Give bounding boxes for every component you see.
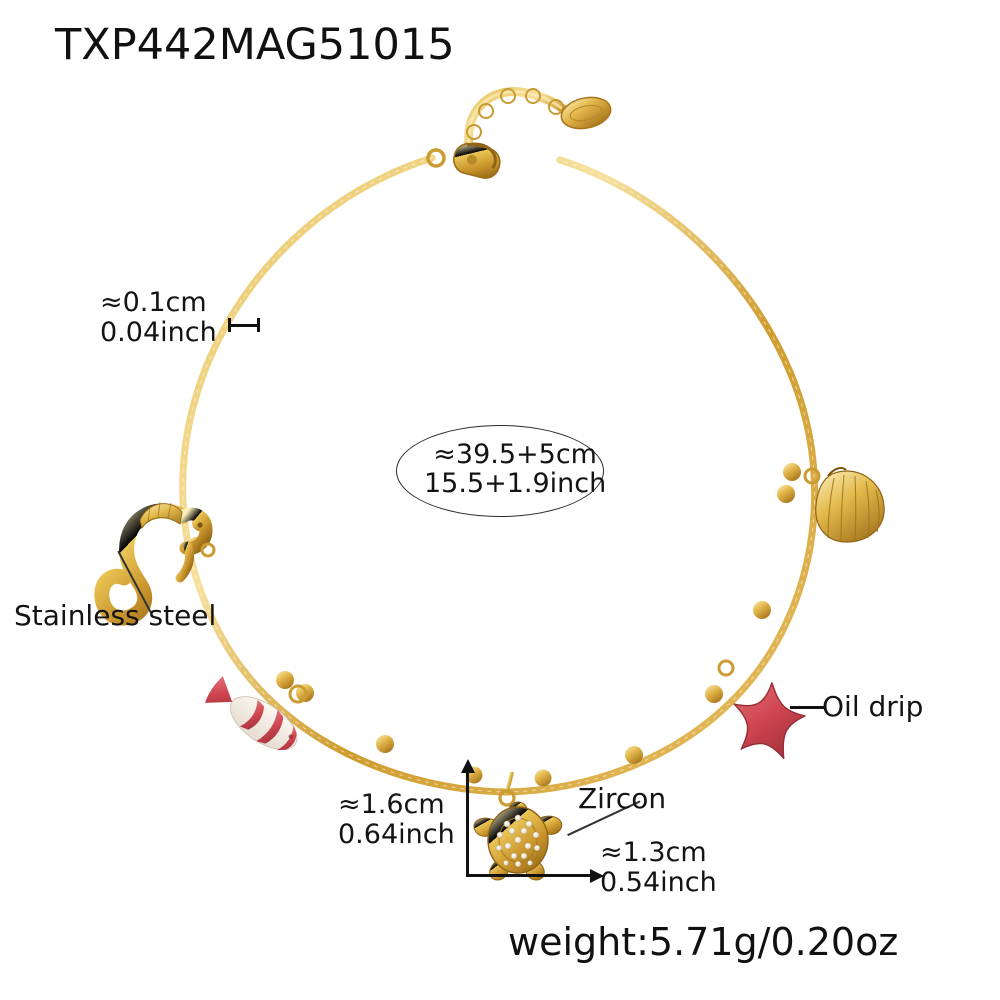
- page-title: TXP442MAG51015: [55, 20, 455, 70]
- necklace-length-annotation: ≈39.5+5cm 15.5+1.9inch: [424, 440, 606, 498]
- turtle-height-imperial: 0.64inch: [338, 819, 455, 851]
- material-label: Stainless steel: [14, 599, 217, 632]
- finish-label: Oil drip: [822, 690, 924, 723]
- necklace-length-metric: ≈39.5+5cm: [433, 439, 597, 470]
- chain-width-metric: ≈0.1cm: [100, 287, 207, 318]
- length-callout-ellipse: [396, 425, 604, 517]
- chain-width-annotation: ≈0.1cm 0.04inch: [100, 287, 217, 349]
- charm-scallop-shell: [803, 467, 885, 543]
- charm-starfish: [717, 659, 806, 760]
- chain-width-imperial: 0.04inch: [100, 317, 217, 349]
- chain-width-caliper-icon: [228, 318, 260, 332]
- turtle-width-imperial: 0.54inch: [600, 867, 717, 899]
- clasp-assembly: [426, 87, 612, 179]
- charm-striped-fish: [204, 676, 308, 751]
- turtle-width-metric: ≈1.3cm: [600, 837, 707, 868]
- stone-label: Zircon: [578, 782, 667, 815]
- weight-label: weight:5.71g/0.20oz: [508, 920, 899, 964]
- finish-leader-line: [790, 706, 826, 709]
- turtle-height-metric: ≈1.6cm: [338, 789, 445, 820]
- necklace-length-imperial: 15.5+1.9inch: [424, 468, 607, 500]
- turtle-width-annotation: ≈1.3cm 0.54inch: [600, 837, 717, 899]
- turtle-height-annotation: ≈1.6cm 0.64inch: [338, 789, 455, 851]
- turtle-measurement-bracket: [460, 759, 604, 883]
